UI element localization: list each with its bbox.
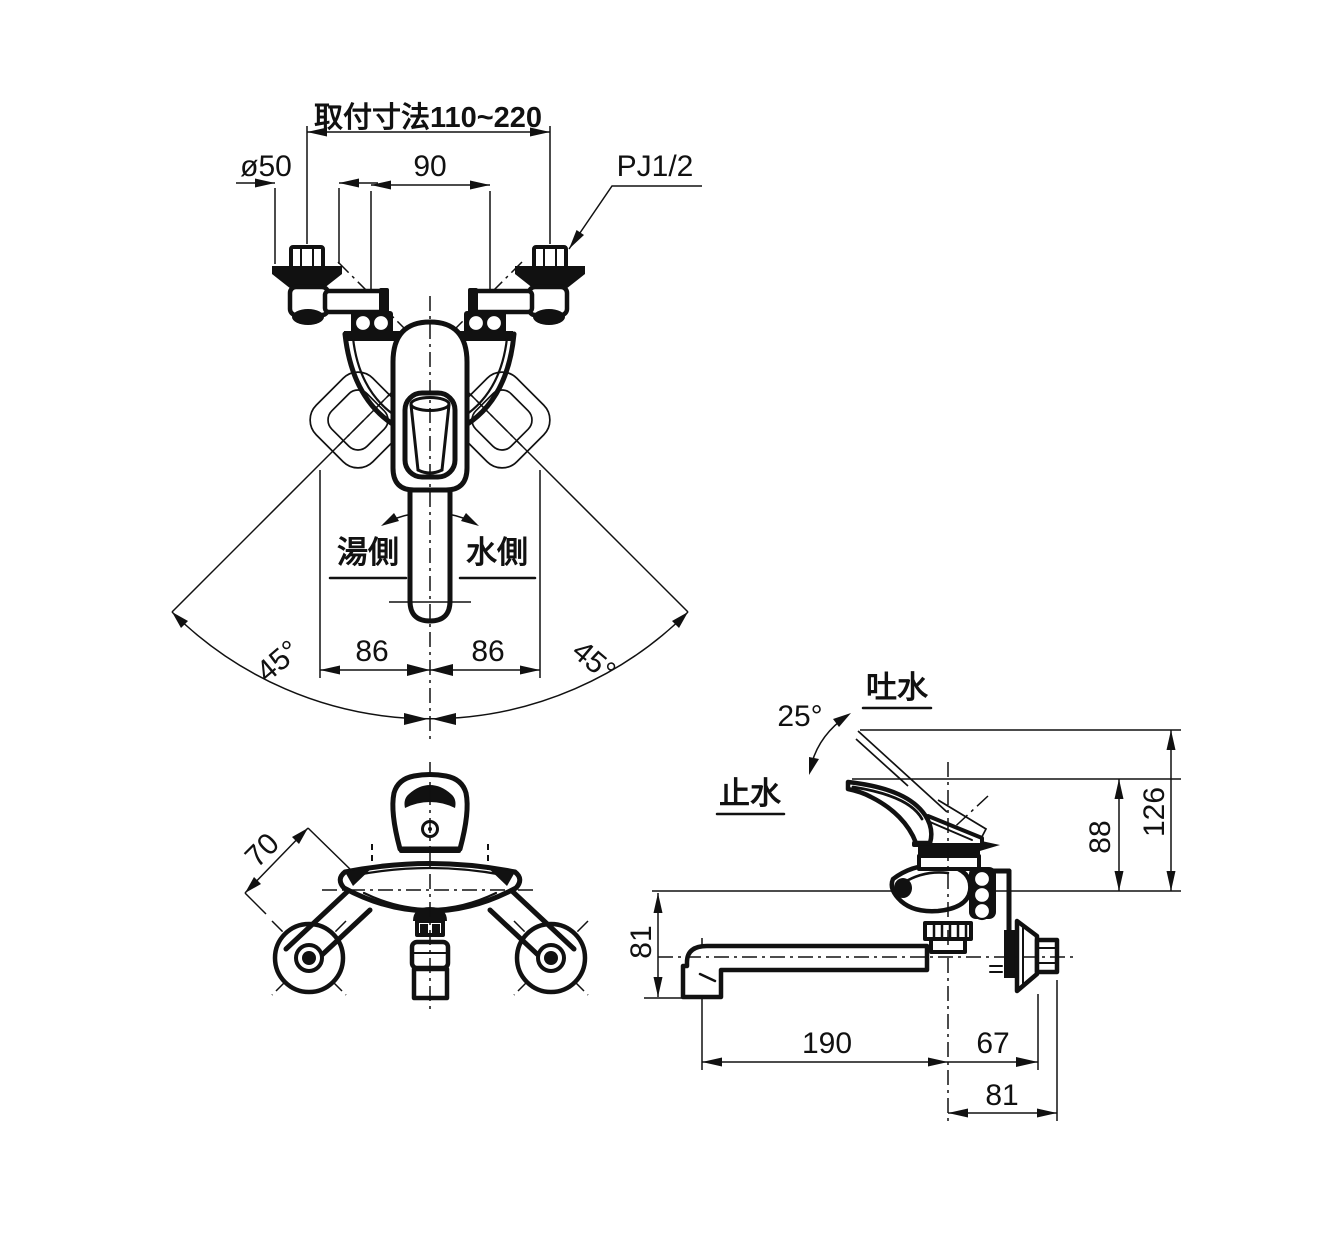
dim-swing-angle-left: 45° (250, 634, 306, 688)
dim-wall-clearance: 67 (976, 1027, 1009, 1060)
side-view: 126 88 81 190 67 81 25° 吐水 止水 (625, 670, 1181, 1122)
top-view: 70 (239, 762, 589, 1012)
lever-handle-side (845, 779, 934, 846)
phantom-handle-left (309, 371, 407, 469)
label-discharge: 吐水 (866, 670, 929, 705)
front-view: 取付寸法110~220 90 ø50 PJ1/2 45° 45° 86 86 (171, 101, 702, 742)
wall-fitting-left (272, 245, 393, 335)
dim-inlet-pitch: 90 (413, 150, 446, 183)
wall-nut-side (1034, 937, 1060, 975)
label-stop: 止水 (719, 776, 782, 811)
phantom-handle-right (453, 371, 551, 469)
label-thread-size: PJ1/2 (617, 150, 694, 183)
dim-wall-clearance-outer: 81 (985, 1079, 1018, 1112)
leader-thread (568, 185, 702, 250)
spout-side (680, 943, 930, 1000)
dim-lever-angle: 25° (777, 700, 822, 733)
dim-swing-angle-right: 45° (566, 634, 622, 688)
dim-spout-reach: 190 (802, 1027, 852, 1060)
dim-lever-height: 88 (1084, 820, 1117, 853)
label-cold-side: 水側 (466, 535, 528, 570)
label-hot-side: 湯側 (337, 535, 399, 570)
dim-mounting-range: 取付寸法110~220 (314, 101, 542, 134)
dim-raised-height: 126 (1138, 787, 1171, 837)
wall-fitting-right (464, 247, 585, 335)
dim-spout-drop: 81 (625, 925, 658, 958)
dim-reach-right: 86 (471, 635, 504, 668)
dim-flange-diameter: ø50 (240, 150, 292, 183)
dim-leg-offset: 70 (239, 827, 286, 874)
dim-reach-left: 86 (355, 635, 388, 668)
wall-flange-side (1014, 918, 1040, 994)
